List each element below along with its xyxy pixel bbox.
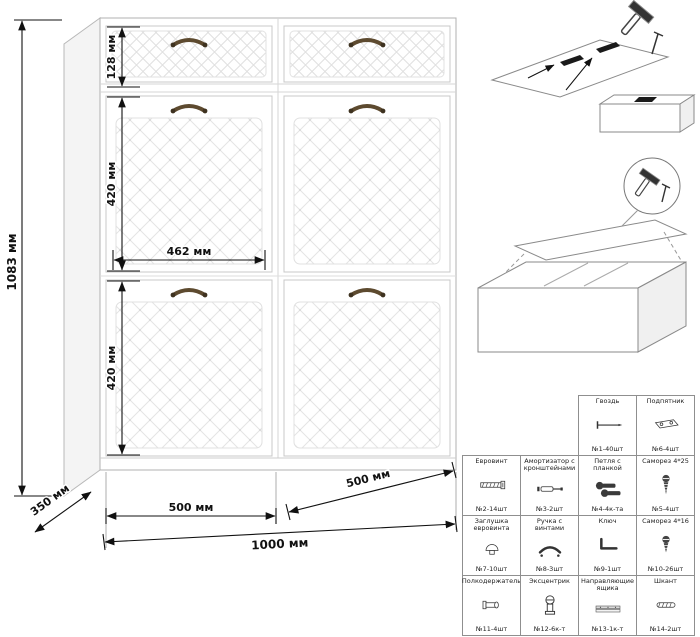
parts-cell-key: Ключ №9-1шт [578,515,637,576]
parts-cell-cap: Заглушка евровинта №7-10шт [462,515,521,576]
parts-cell-shelf-pin: Полкодержатель №11-4шт [462,575,521,636]
parts-cell-dowel: Шкант №14-2шт [636,575,695,636]
part-qty: №12-6к-т [533,625,566,633]
dim-label-drawer-height: 128 мм [105,35,118,80]
part-name: Петля с планкой [593,457,622,473]
parts-cell-handle: Ручка с винтами №8-3шт [520,515,579,576]
dim-line-right-width [288,469,454,514]
screw-4x25-icon [661,475,670,495]
handle-with-screws-icon [538,546,561,557]
part-name: Подпятник [646,397,685,405]
cabinet-drawing [63,17,457,497]
door-top-right [283,95,451,273]
cam-lock-icon [544,595,555,615]
dowel-icon [656,602,675,608]
dim-line-total-width [104,520,456,546]
part-name: Евровинт [475,457,508,465]
drawer-box [598,94,696,133]
part-name: Эксцентрик [529,577,570,585]
drawer-left [105,25,273,83]
part-name: Ключ [598,517,617,525]
parts-cell-damper: Амортизатор с кронштейнами №3-2шт [520,455,579,516]
part-name: Заглушка евровинта [473,517,510,533]
part-qty: №11-4шт [475,625,508,633]
assembly-illustration-top [490,0,696,133]
hex-key-icon [599,538,618,550]
parts-cell-screw-4x25: Саморез 4*25 №5-4шт [636,455,695,516]
hinge-icon [595,481,620,497]
part-qty: №4-4к-та [591,505,624,513]
part-name: Амортизатор с кронштейнами [523,457,576,473]
part-qty: №10-26шт [647,565,684,573]
dim-label-lower-door: 420 мм [105,346,118,391]
parts-cell-nail: Гвоздь №1-40шт [578,395,637,456]
dim-label-upper-door: 420 мм [105,162,118,207]
dim-label-door-width: 462 мм [167,245,212,258]
damper-icon [536,486,563,492]
leader-line [663,231,683,263]
top-panel [513,219,688,261]
dim-label-depth: 350 мм [28,482,72,519]
hammer-icon [612,0,655,43]
part-qty: №3-2шт [535,505,564,513]
dim-label-left-width: 500 мм [169,501,214,514]
part-name: Гвоздь [595,397,620,405]
part-name: Шкант [654,577,677,585]
part-name: Ручка с винтами [534,517,565,533]
cap-icon [485,544,498,555]
parts-cell-foot-glide: Подпятник №6-4шт [636,395,695,456]
callout-circle [623,157,681,215]
callout-tail [621,209,639,227]
nail-illustration-icon [661,183,671,203]
part-qty: №13-1к-т [591,625,624,633]
parts-cell-hinge: Петля с планкой №4-4к-та [578,455,637,516]
drawer-right [283,25,451,83]
foot-glide-icon [654,419,679,429]
assembly-illustration-bottom [477,157,688,353]
door-bottom-left [105,279,273,457]
screw-4x16-icon [661,536,670,553]
parts-cell-drawer-slide: Направляющие ящика №13-1к-т [578,575,637,636]
part-qty: №2-14шт [475,505,508,513]
door-bottom-right [283,279,451,457]
door-top-left [105,95,273,273]
drawer-slide-icon [595,605,620,613]
flat-panel [490,39,670,98]
parts-cell-cam-lock: Эксцентрик №12-6к-т [520,575,579,636]
part-name: Полкодержатель [461,577,522,585]
euro-screw-icon [479,481,505,490]
part-qty: №1-40шт [591,445,624,453]
nail-illustration-icon [651,31,664,55]
dim-label-total-width: 1000 мм [251,536,309,553]
dim-label-total-height: 1083 мм [5,233,19,290]
carcass-box [477,261,687,353]
part-name: Направляющие ящика [581,577,634,593]
part-qty: №5-4шт [651,505,680,513]
part-qty: №8-3шт [535,565,564,573]
assembly-arrow [527,64,555,79]
panel-slot [596,42,620,53]
part-qty: №14-2шт [649,625,682,633]
part-name: Саморез 4*25 [642,457,689,465]
part-qty: №7-10шт [475,565,508,573]
part-qty: №9-1шт [593,565,622,573]
nail-icon [596,421,622,429]
shelf-pin-icon [482,601,499,610]
parts-cell-screw-4x16: Саморез 4*16 №10-26шт [636,515,695,576]
panel-slot [560,55,584,66]
parts-cell-euro-screw: Евровинт №2-14шт [462,455,521,516]
part-name: Саморез 4*16 [642,517,689,525]
part-qty: №6-4шт [651,445,680,453]
assembly-arrow [565,57,593,91]
dim-line-depth [34,491,92,533]
cabinet-side-panel [63,17,101,497]
